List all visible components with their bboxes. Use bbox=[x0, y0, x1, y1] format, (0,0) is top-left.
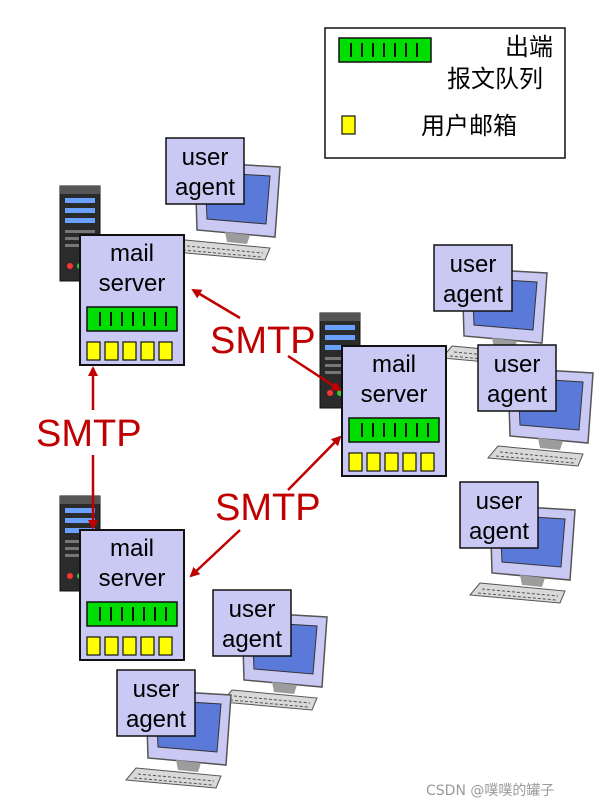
mail-server-label: server bbox=[99, 565, 166, 592]
user-agent-label: agent bbox=[126, 706, 186, 733]
smtp-label: SMTP bbox=[210, 320, 316, 362]
user-agent: user agent bbox=[212, 589, 328, 711]
smtp-label: SMTP bbox=[36, 413, 142, 455]
legend-mailbox-label: 用户邮箱 bbox=[421, 112, 517, 140]
user-agent-label: agent bbox=[487, 381, 547, 408]
smtp-arrow bbox=[189, 529, 241, 578]
smtp-arrows bbox=[88, 288, 342, 578]
user-agent: user agent bbox=[433, 244, 548, 367]
mail-server-label: server bbox=[361, 381, 428, 408]
mail-server-label: server bbox=[99, 270, 166, 297]
mail-server-label: mail bbox=[110, 240, 154, 267]
user-agent-label: user bbox=[494, 351, 541, 378]
user-agent-label: user bbox=[229, 596, 276, 623]
legend-mailbox-icon bbox=[341, 115, 356, 135]
mail-server-label: mail bbox=[110, 535, 154, 562]
mail-server: mail server bbox=[59, 185, 185, 366]
user-agent: user agent bbox=[477, 344, 594, 467]
user-agent-label: agent bbox=[469, 518, 529, 545]
smtp-arrow bbox=[287, 354, 342, 392]
user-agent: user agent bbox=[459, 481, 576, 604]
user-agent-label: user bbox=[133, 676, 180, 703]
user-agent: user agent bbox=[116, 669, 232, 789]
smtp-label: SMTP bbox=[215, 487, 321, 529]
legend-queue-label-line1: 出端 bbox=[505, 33, 553, 61]
user-agent: user agent bbox=[165, 137, 281, 261]
mail-server-label: mail bbox=[372, 351, 416, 378]
user-agent-label: agent bbox=[443, 281, 503, 308]
user-agent-label: user bbox=[182, 144, 229, 171]
watermark: CSDN @噗噗的罐子 bbox=[426, 782, 554, 799]
smtp-arrow bbox=[191, 288, 241, 320]
mail-server: mail server bbox=[59, 495, 185, 661]
legend: 出端 报文队列 用户邮箱 bbox=[324, 27, 566, 159]
user-agent-label: user bbox=[476, 488, 523, 515]
smtp-arrow bbox=[287, 435, 342, 491]
user-agent-label: user bbox=[450, 251, 497, 278]
legend-queue-icon bbox=[338, 37, 432, 63]
user-agent-label: agent bbox=[222, 626, 282, 653]
user-agent-label: agent bbox=[175, 174, 235, 201]
mail-server: mail server bbox=[319, 312, 447, 477]
legend-queue-label-line2: 报文队列 bbox=[447, 65, 543, 93]
